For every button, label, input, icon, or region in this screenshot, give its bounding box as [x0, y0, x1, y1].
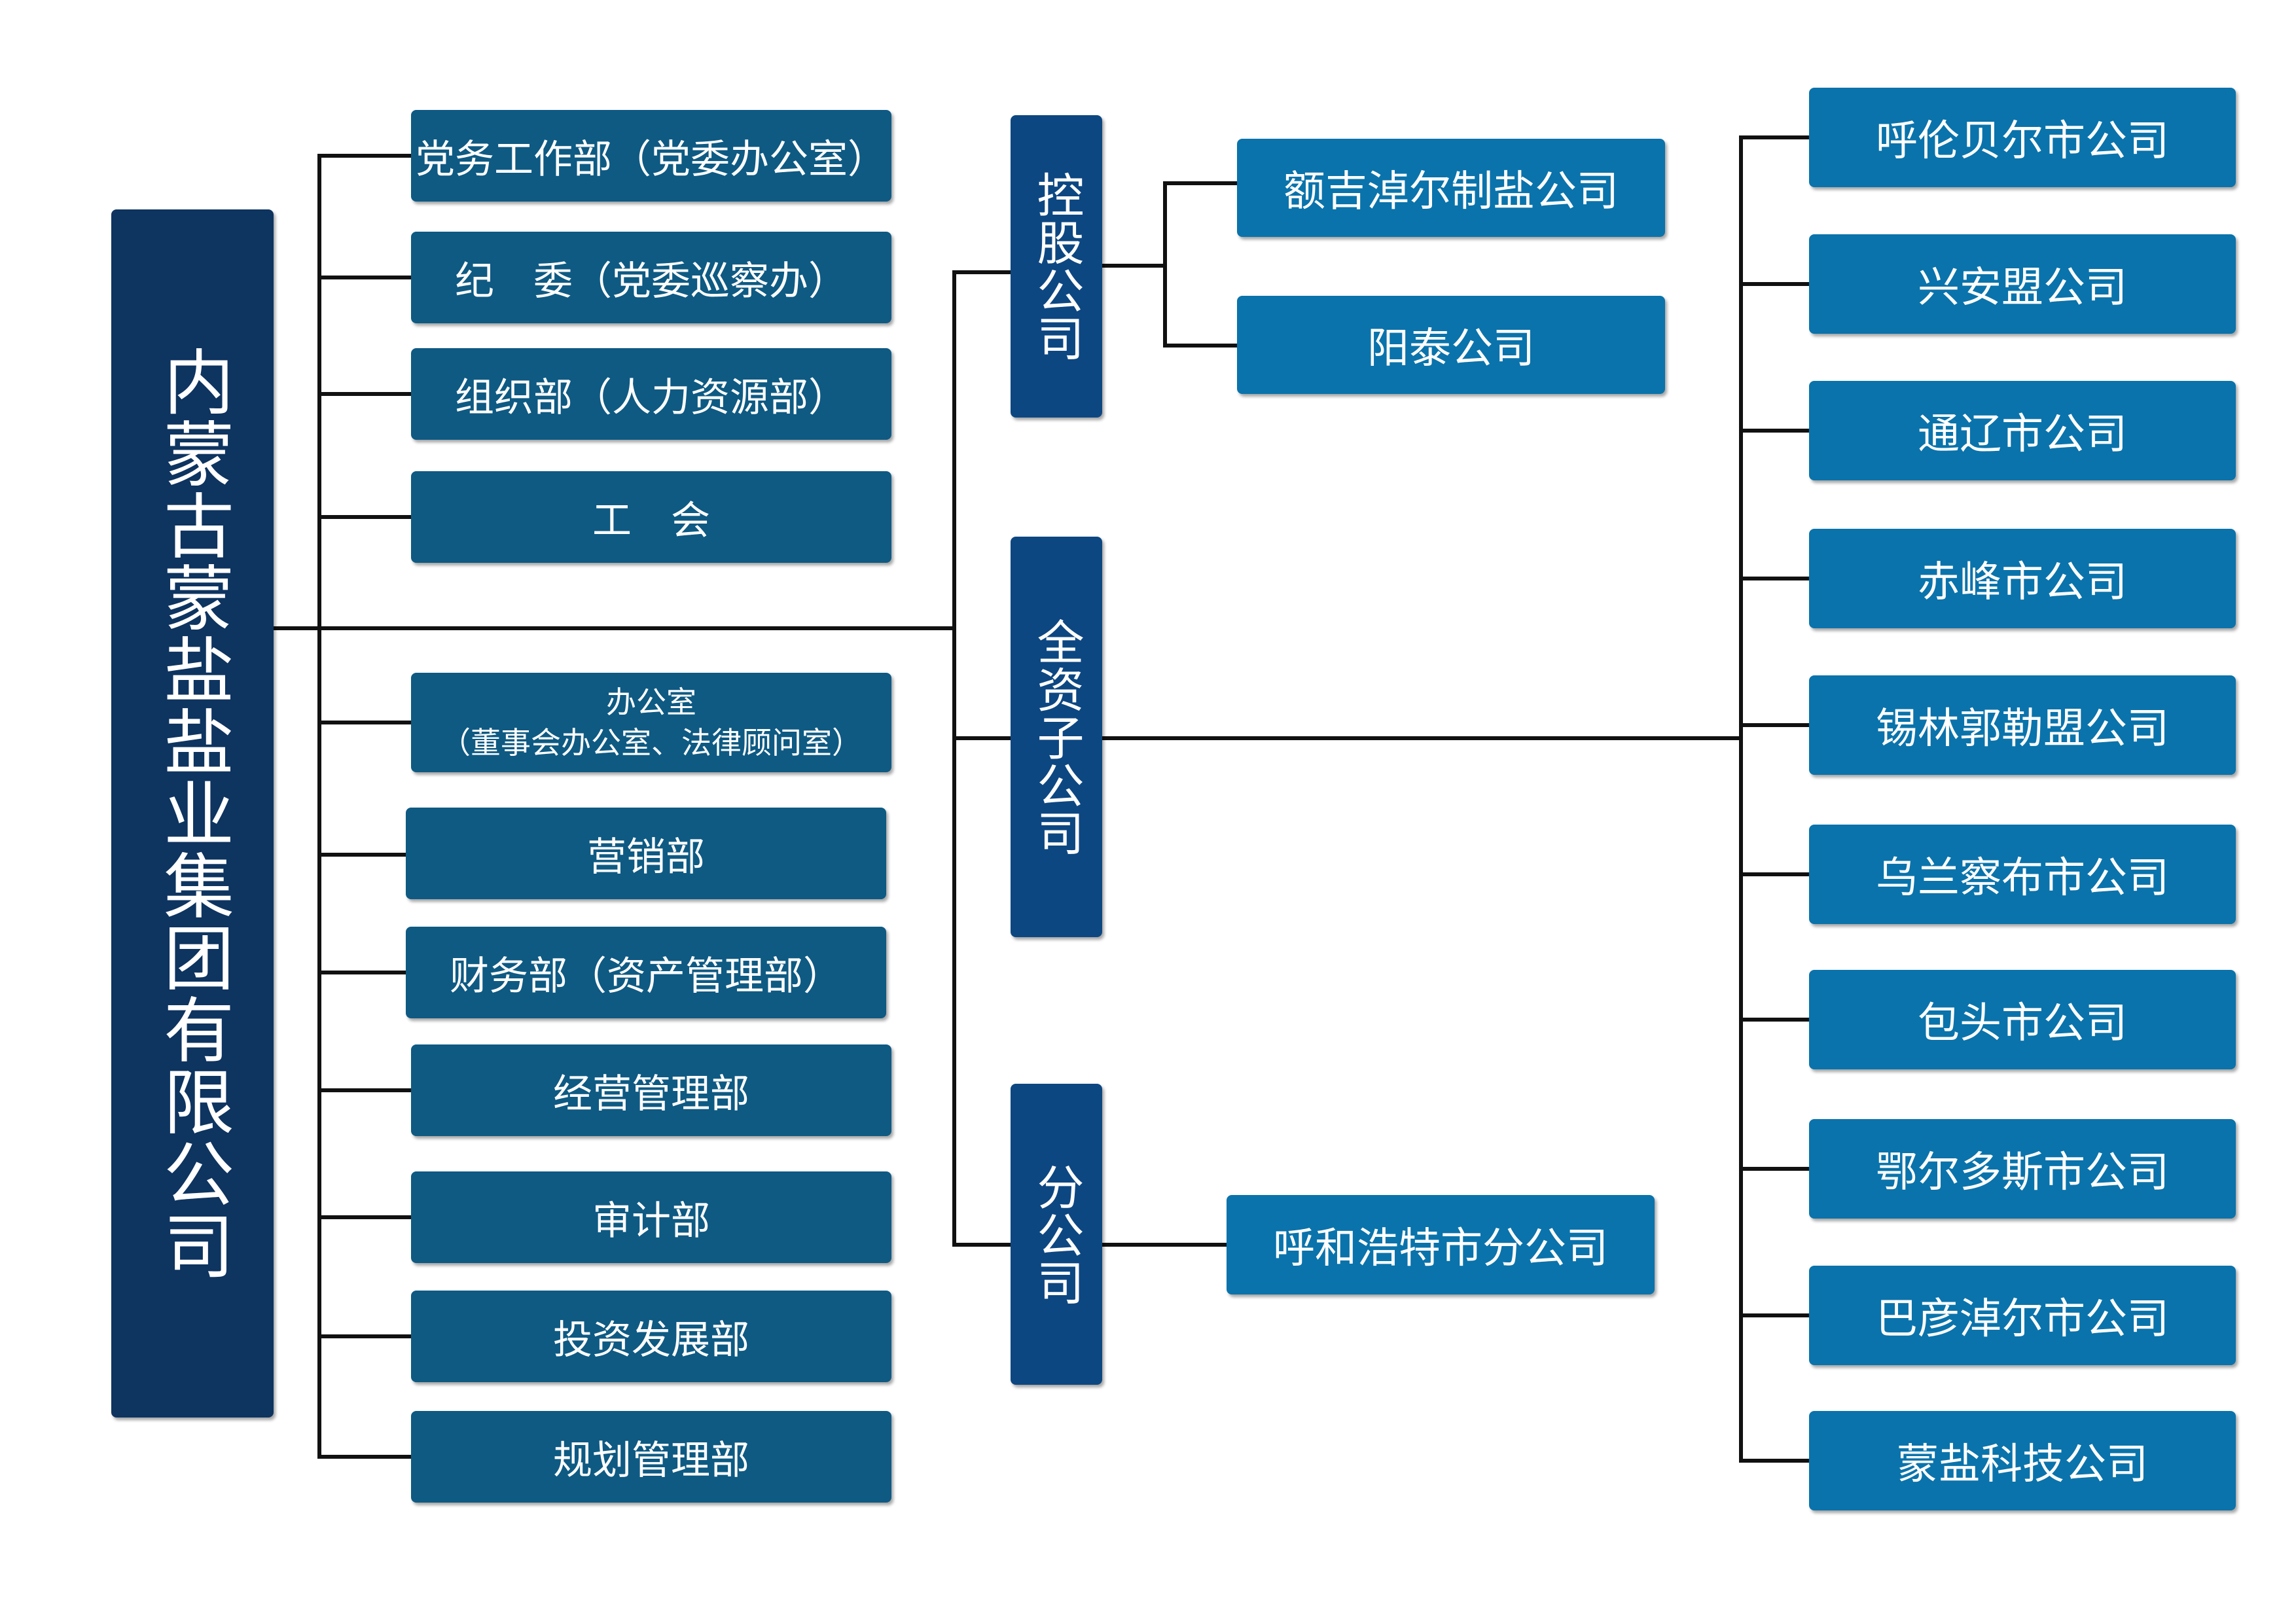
- dept-label: 经营管理部: [553, 1071, 749, 1117]
- holding-company-node: 额吉淖尔制盐公司: [1237, 139, 1665, 237]
- category-label: 控股公司: [1029, 171, 1084, 362]
- company-label: 巴彦淖尔市公司: [1876, 1295, 2169, 1344]
- category-label: 分公司: [1029, 1162, 1084, 1306]
- subsidiary-node: 赤峰市公司: [1809, 529, 2236, 628]
- subsidiary-node: 巴彦淖尔市公司: [1809, 1266, 2236, 1365]
- category-wholly-owned-subsidiaries: 全资子公司: [1011, 537, 1102, 937]
- category-holding-companies: 控股公司: [1011, 115, 1102, 418]
- subsidiary-node: 通辽市公司: [1809, 381, 2236, 480]
- subsidiary-node: 乌兰察布市公司: [1809, 825, 2236, 924]
- root-company-name: 内蒙古蒙盐盐业集团有限公司: [152, 346, 234, 1281]
- category-branch-companies: 分公司: [1011, 1084, 1102, 1385]
- company-label: 锡林郭勒盟公司: [1876, 705, 2169, 753]
- subsidiary-node: 锡林郭勒盟公司: [1809, 675, 2236, 775]
- subsidiary-node: 呼伦贝尔市公司: [1809, 88, 2236, 187]
- holding-company-node: 阳泰公司: [1237, 296, 1665, 394]
- dept-label: 投资发展部: [553, 1317, 749, 1363]
- dept-label: 财务部（资产管理部）: [450, 953, 842, 999]
- dept-label: 纪 委（党委巡察办）: [455, 258, 848, 304]
- dept-label: 规划管理部: [553, 1437, 749, 1484]
- dept-label: 工 会: [592, 497, 710, 544]
- root-company-node: 内蒙古蒙盐盐业集团有限公司: [111, 209, 274, 1418]
- dept-marketing: 营销部: [406, 808, 886, 899]
- dept-office: 办公室 （董事会办公室、法律顾问室）: [411, 673, 891, 772]
- dept-labor-union: 工 会: [411, 471, 891, 563]
- company-label: 阳泰公司: [1367, 325, 1535, 373]
- dept-label: 营销部: [587, 834, 705, 880]
- company-label: 蒙盐科技公司: [1897, 1440, 2148, 1489]
- dept-party-affairs: 党务工作部（党委办公室）: [411, 110, 891, 202]
- dept-operations-management: 经营管理部: [411, 1044, 891, 1136]
- subsidiary-node: 蒙盐科技公司: [1809, 1411, 2236, 1510]
- dept-planning-management: 规划管理部: [411, 1411, 891, 1503]
- dept-audit: 审计部: [411, 1171, 891, 1263]
- dept-organization: 组织部（人力资源部）: [411, 348, 891, 440]
- company-label: 乌兰察布市公司: [1876, 854, 2169, 902]
- company-label: 呼伦贝尔市公司: [1876, 117, 2169, 166]
- subsidiary-node: 兴安盟公司: [1809, 234, 2236, 334]
- company-label: 包头市公司: [1918, 999, 2127, 1048]
- company-label: 赤峰市公司: [1918, 558, 2127, 607]
- category-label: 全资子公司: [1029, 617, 1084, 857]
- subsidiary-node: 鄂尔多斯市公司: [1809, 1119, 2236, 1219]
- company-label: 鄂尔多斯市公司: [1876, 1149, 2169, 1197]
- company-label: 呼和浩特市分公司: [1273, 1224, 1608, 1273]
- dept-label: 审计部: [592, 1198, 710, 1244]
- dept-label: 党务工作部（党委办公室）: [416, 136, 887, 183]
- dept-discipline-committee: 纪 委（党委巡察办）: [411, 232, 891, 323]
- company-label: 兴安盟公司: [1918, 264, 2127, 312]
- branch-company-node: 呼和浩特市分公司: [1227, 1195, 1655, 1294]
- dept-label-line1: 办公室: [606, 684, 696, 720]
- dept-label: 组织部（人力资源部）: [455, 374, 848, 421]
- dept-investment-development: 投资发展部: [411, 1291, 891, 1382]
- company-label: 额吉淖尔制盐公司: [1283, 168, 1619, 216]
- subsidiary-node: 包头市公司: [1809, 970, 2236, 1069]
- dept-finance: 财务部（资产管理部）: [406, 927, 886, 1018]
- dept-label-line2: （董事会办公室、法律顾问室）: [440, 725, 862, 760]
- company-label: 通辽市公司: [1918, 410, 2127, 459]
